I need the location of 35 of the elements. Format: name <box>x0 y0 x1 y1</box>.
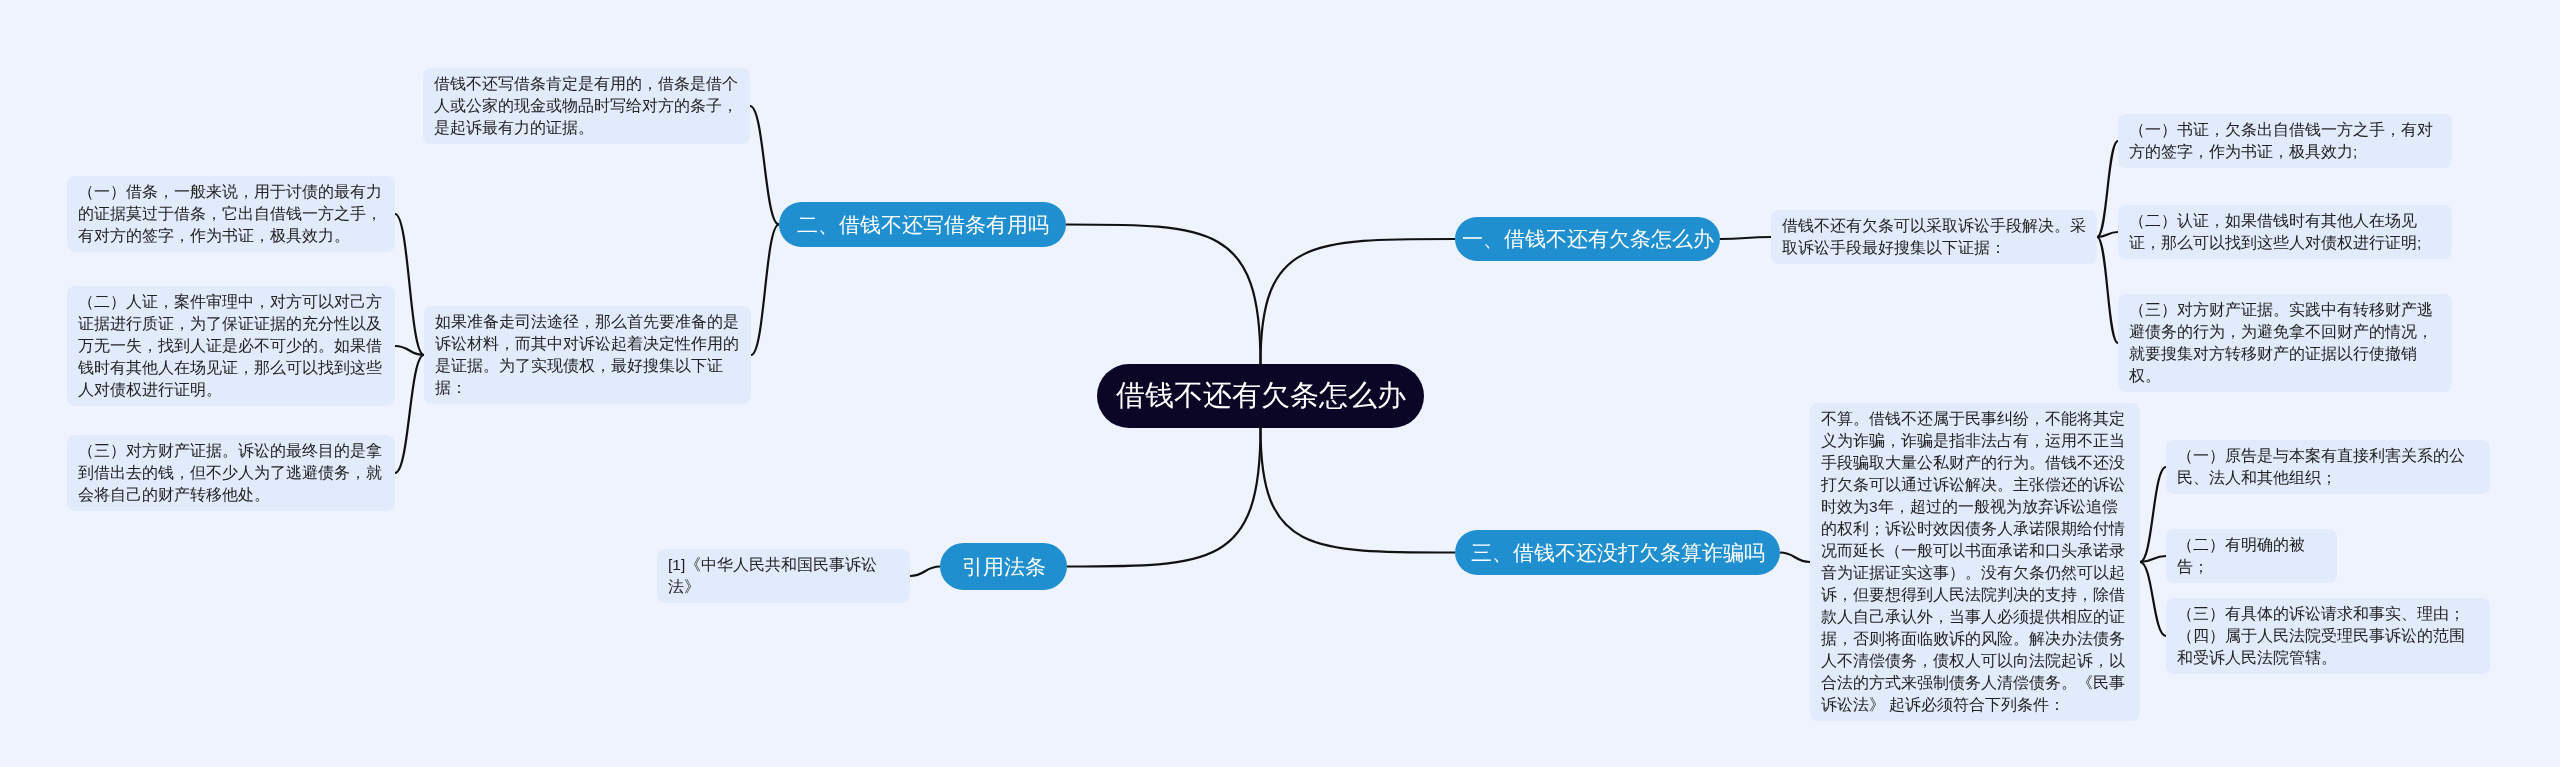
connector-line <box>2096 236 2119 344</box>
text-card: 不算。借钱不还属于民事纠纷，不能将其定义为诈骗，诈骗是指非法占有，运用不正当手段骗取大量公私财产的行为。借钱不还没打欠条可以通过诉讼解决。主张偿还的诉讼时效为3年，超过的一般视为放弃诉讼追偿的权利；诉讼时效因债务人承诺限期给付情况而延长（一般可以书面承诺和口头承诺录音为证据证实这事）。没有欠条仍然可以起诉，但要想得到人民法院判决的支持，除借款人自己承认外，当事人必须提供相应的证据，否则将面临败诉的风险。解决办法债务人不清偿债务，债权人可以向法院起诉，以合法的方式来强制债务人清偿债务。《民事诉讼法》 起诉必须符合下列条件： <box>1810 403 2140 721</box>
text-card: （一）原告是与本案有直接利害关系的公民、法人和其他组织； <box>2166 440 2490 494</box>
text-card: （二）认证，如果借钱时有其他人在场见证，那么可以找到这些人对债权进行证明; <box>2118 205 2452 259</box>
connector-line <box>1720 235 1771 241</box>
connector-line <box>2096 230 2119 239</box>
central-topic: 借钱不还有欠条怎么办 <box>1097 364 1424 428</box>
connector-line <box>1067 427 1262 568</box>
connector-line <box>1779 551 1811 564</box>
text-card: 借钱不还有欠条可以采取诉讼手段解决。采取诉讼手段最好搜集以下证据： <box>1771 210 2097 264</box>
connector-line <box>750 223 780 356</box>
topic-pill: 一、借钱不还有欠条怎么办 <box>1455 217 1720 261</box>
text-card: 如果准备走司法途径，那么首先要准备的是诉讼材料，而其中对诉讼起着决定性作用的是证据。为了实现债权，最好搜集以下证据： <box>424 306 751 404</box>
connector-line <box>394 213 425 356</box>
connector-line <box>2139 466 2167 563</box>
connector-line <box>2139 561 2167 637</box>
connector-line <box>2096 140 2119 238</box>
connector-line <box>394 354 425 474</box>
topic-pill: 三、借钱不还没打欠条算诈骗吗 <box>1455 530 1780 575</box>
text-card: （三）对方财产证据。诉讼的最终目的是拿到借出去的钱，但不少人为了逃避债务，就会将自己的财产转移他处。 <box>67 435 395 511</box>
text-card: （一）书证，欠条出自借钱一方之手，有对方的签字，作为书证，极具效力; <box>2118 114 2452 168</box>
text-card: （二）有明确的被告； <box>2166 529 2337 583</box>
connector-line <box>909 565 941 578</box>
connector-line <box>1066 223 1262 365</box>
text-card: （三）有具体的诉讼请求和事实、理由；（四）属于人民法院受理民事诉讼的范围和受诉人民法院管辖。 <box>2166 598 2490 674</box>
connector-line <box>394 344 425 357</box>
connector-line <box>2139 554 2167 564</box>
text-card: 借钱不还写借条肯定是有用的，借条是借个人或公家的现金或物品时写给对方的条子，是起诉最有力的证据。 <box>423 68 750 144</box>
text-card: （三）对方财产证据。实践中有转移财产逃避债务的行为，为避免拿不回财产的情况，就要搜集对方转移财产的证据以行使撤销权。 <box>2118 294 2452 392</box>
text-card: （二）人证，案件审理中，对方可以对己方证据进行质证，为了保证证据的充分性以及万无一失，找到人证是必不可少的。如果借钱时有其他人在场见证，那么可以找到这些人对债权进行证明。 <box>67 286 395 406</box>
topic-pill: 二、借钱不还写借条有用吗 <box>779 202 1066 247</box>
topic-pill: 引用法条 <box>940 543 1067 590</box>
connector-line <box>749 105 780 226</box>
text-card: （一）借条，一般来说，用于讨债的最有力的证据莫过于借条，它出自借钱一方之手，有对方的签字，作为书证，极具效力。 <box>67 176 395 252</box>
text-card: [1]《中华人民共和国民事诉讼法》 <box>657 549 910 603</box>
